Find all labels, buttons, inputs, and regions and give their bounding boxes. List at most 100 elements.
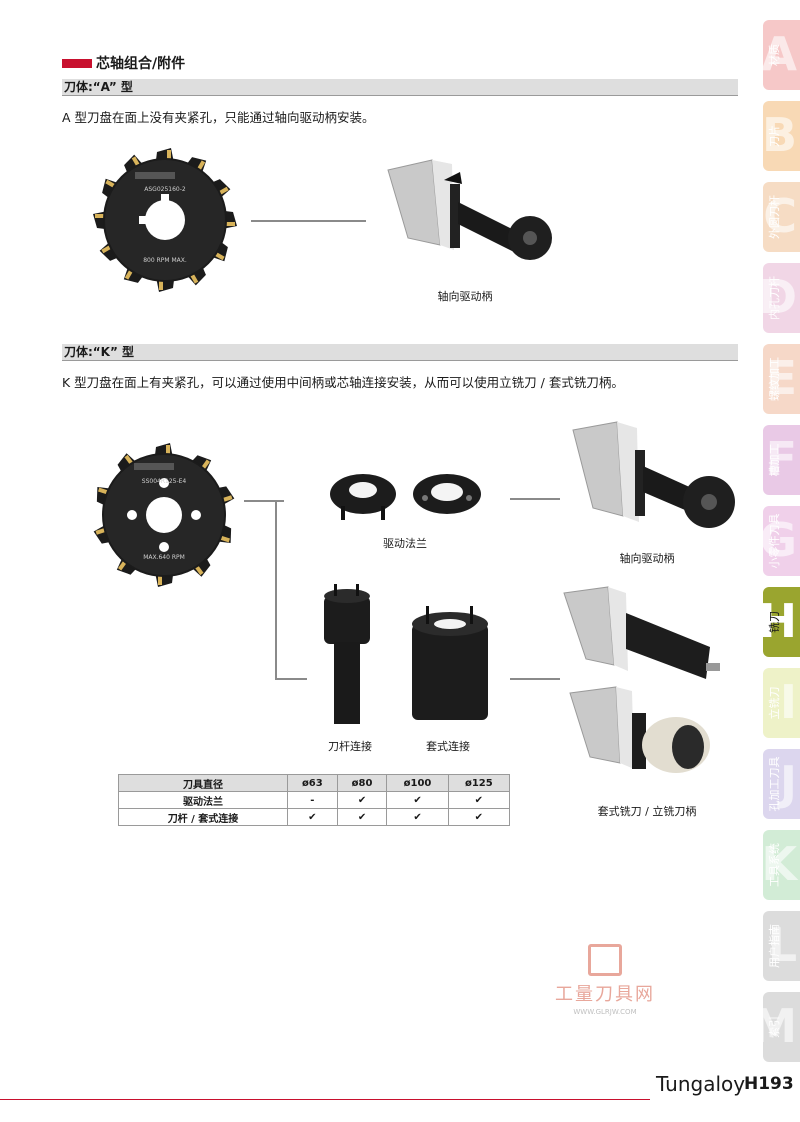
table-header-cell: ø100: [386, 774, 449, 792]
section-title-text: 芯轴组合/附件: [96, 56, 186, 72]
watermark-name: 工量刀具网: [555, 984, 655, 1005]
watermark: 工量刀具网 WWW.GLRJW.COM: [540, 944, 670, 1016]
side-tab-label-text: 螺纹加工: [768, 357, 781, 401]
side-tab-label: 刀片: [763, 101, 800, 171]
a-arbor-caption: 轴向驱动柄: [437, 290, 493, 303]
side-tab-label: 材质: [763, 20, 800, 90]
connector-line: [244, 500, 284, 502]
side-tab-label-text: 孔加工刀具: [768, 756, 781, 812]
spec-table: 刀具直径 ø63 ø80 ø100 ø125 驱动法兰 - ✔ ✔ ✔ 刀杆 /…: [118, 774, 511, 826]
side-tab-letter: C: [763, 189, 797, 243]
side-tab-letter: I: [779, 675, 797, 729]
side-tab-label-text: 铣刀: [768, 611, 781, 633]
table-cell: ✔: [336, 808, 388, 826]
side-tab-label-text: 材质: [768, 44, 781, 66]
k-disc-rpm: MAX.640 RPM: [143, 554, 185, 561]
table-cell: 驱动法兰: [118, 791, 288, 809]
shell-end-mill-holder-image: [563, 586, 720, 773]
connection-adapters-image: [324, 584, 488, 724]
table-cell: ✔: [447, 791, 511, 809]
part-a-description: A 型刀盘在面上没有夹紧孔，只能通过轴向驱动柄安装。: [62, 110, 375, 125]
side-tab-letter: J: [779, 756, 797, 810]
k-axial-drive-arbor-image: [572, 421, 735, 528]
side-tab-label: 外圆刀杆: [763, 182, 800, 252]
side-tab-label-text: 刀片: [768, 125, 781, 147]
drive-flange-caption: 驱动法兰: [383, 537, 427, 550]
connector-line: [275, 678, 307, 680]
a-type-cutter-image: ASG025160-2 800 RPM MAX.: [93, 148, 237, 292]
side-tab-label: 工具系统: [763, 830, 800, 900]
table-header-cell: ø80: [336, 774, 388, 792]
side-tab-letter: E: [765, 351, 797, 405]
side-tab-label-text: 内孔刀杆: [768, 276, 781, 320]
side-tab-label: 小零件刀具: [763, 506, 800, 576]
part-a-header: 刀体:“A” 型: [62, 79, 738, 96]
side-tab-label: 索引: [763, 992, 800, 1062]
side-tab-label-text: 外圆刀杆: [768, 195, 781, 239]
side-tab-letter: D: [763, 270, 797, 324]
connector-line: [275, 500, 277, 680]
side-tab-label-text: 用户指南: [768, 924, 781, 968]
side-tab-label-text: 索引: [768, 1016, 781, 1038]
k-disc-code: SS004R125-E4: [142, 478, 187, 485]
table-header-cell: ø125: [447, 774, 511, 792]
section-title: 芯轴组合/附件: [62, 53, 185, 73]
table-cell: ✔: [386, 791, 449, 809]
side-tab-label-text: 小零件刀具: [768, 513, 781, 569]
side-tab-label-text: 槽加工: [768, 443, 781, 477]
shank-connection-caption: 刀杆连接: [328, 740, 372, 753]
footer-brand: Tungaloy: [656, 1072, 746, 1096]
a-disc-rpm: 800 RPM MAX.: [143, 257, 187, 264]
table-cell: -: [287, 791, 338, 809]
side-tab-label: 孔加工刀具: [763, 749, 800, 819]
side-tab-label: 螺纹加工: [763, 344, 800, 414]
table-cell: ✔: [287, 808, 338, 826]
side-tab-label: 立铣刀: [763, 668, 800, 738]
section-marker: [62, 58, 92, 68]
table-cell: ✔: [447, 808, 511, 826]
holder-caption: 套式铣刀 / 立铣刀柄: [597, 805, 697, 818]
part-k-description: K 型刀盘在面上有夹紧孔，可以通过使用中间柄或芯轴连接安装，从而可以使用立铣刀 …: [62, 375, 624, 390]
side-tab-letter: H: [763, 594, 797, 648]
axial-drive-arbor-image: [387, 159, 552, 260]
table-cell: ✔: [336, 791, 388, 809]
side-tab-label: 用户指南: [763, 911, 800, 981]
connector-line: [251, 220, 366, 222]
side-tab-label-text: 工具系统: [768, 843, 781, 887]
table-header-cell: ø63: [287, 774, 338, 792]
connector-line: [510, 678, 560, 680]
table-header-cell: 刀具直径: [118, 774, 288, 792]
side-tab-label: 槽加工: [763, 425, 800, 495]
table-cell: 刀杆 / 套式连接: [118, 808, 288, 826]
part-k-header: 刀体:“K” 型: [62, 344, 738, 361]
side-tab-label: 内孔刀杆: [763, 263, 800, 333]
table-row: 刀杆 / 套式连接 ✔ ✔ ✔ ✔: [118, 808, 511, 826]
side-tab-letter: K: [763, 837, 797, 891]
watermark-url: WWW.GLRJW.COM: [573, 1008, 637, 1016]
side-tab-letter: B: [763, 108, 797, 162]
k-arbor-caption: 轴向驱动柄: [619, 552, 675, 565]
table-header-row: 刀具直径 ø63 ø80 ø100 ø125: [118, 774, 511, 792]
connector-line: [510, 498, 560, 500]
page-number: H193: [744, 1074, 794, 1094]
side-tab-letter: L: [767, 918, 797, 972]
side-tab-label: 铣刀: [763, 587, 800, 657]
a-disc-code: ASG025160-2: [144, 186, 186, 193]
side-tab-letter: A: [763, 27, 797, 81]
footer-rule: [0, 1099, 650, 1100]
side-tab-label-text: 立铣刀: [768, 686, 781, 720]
